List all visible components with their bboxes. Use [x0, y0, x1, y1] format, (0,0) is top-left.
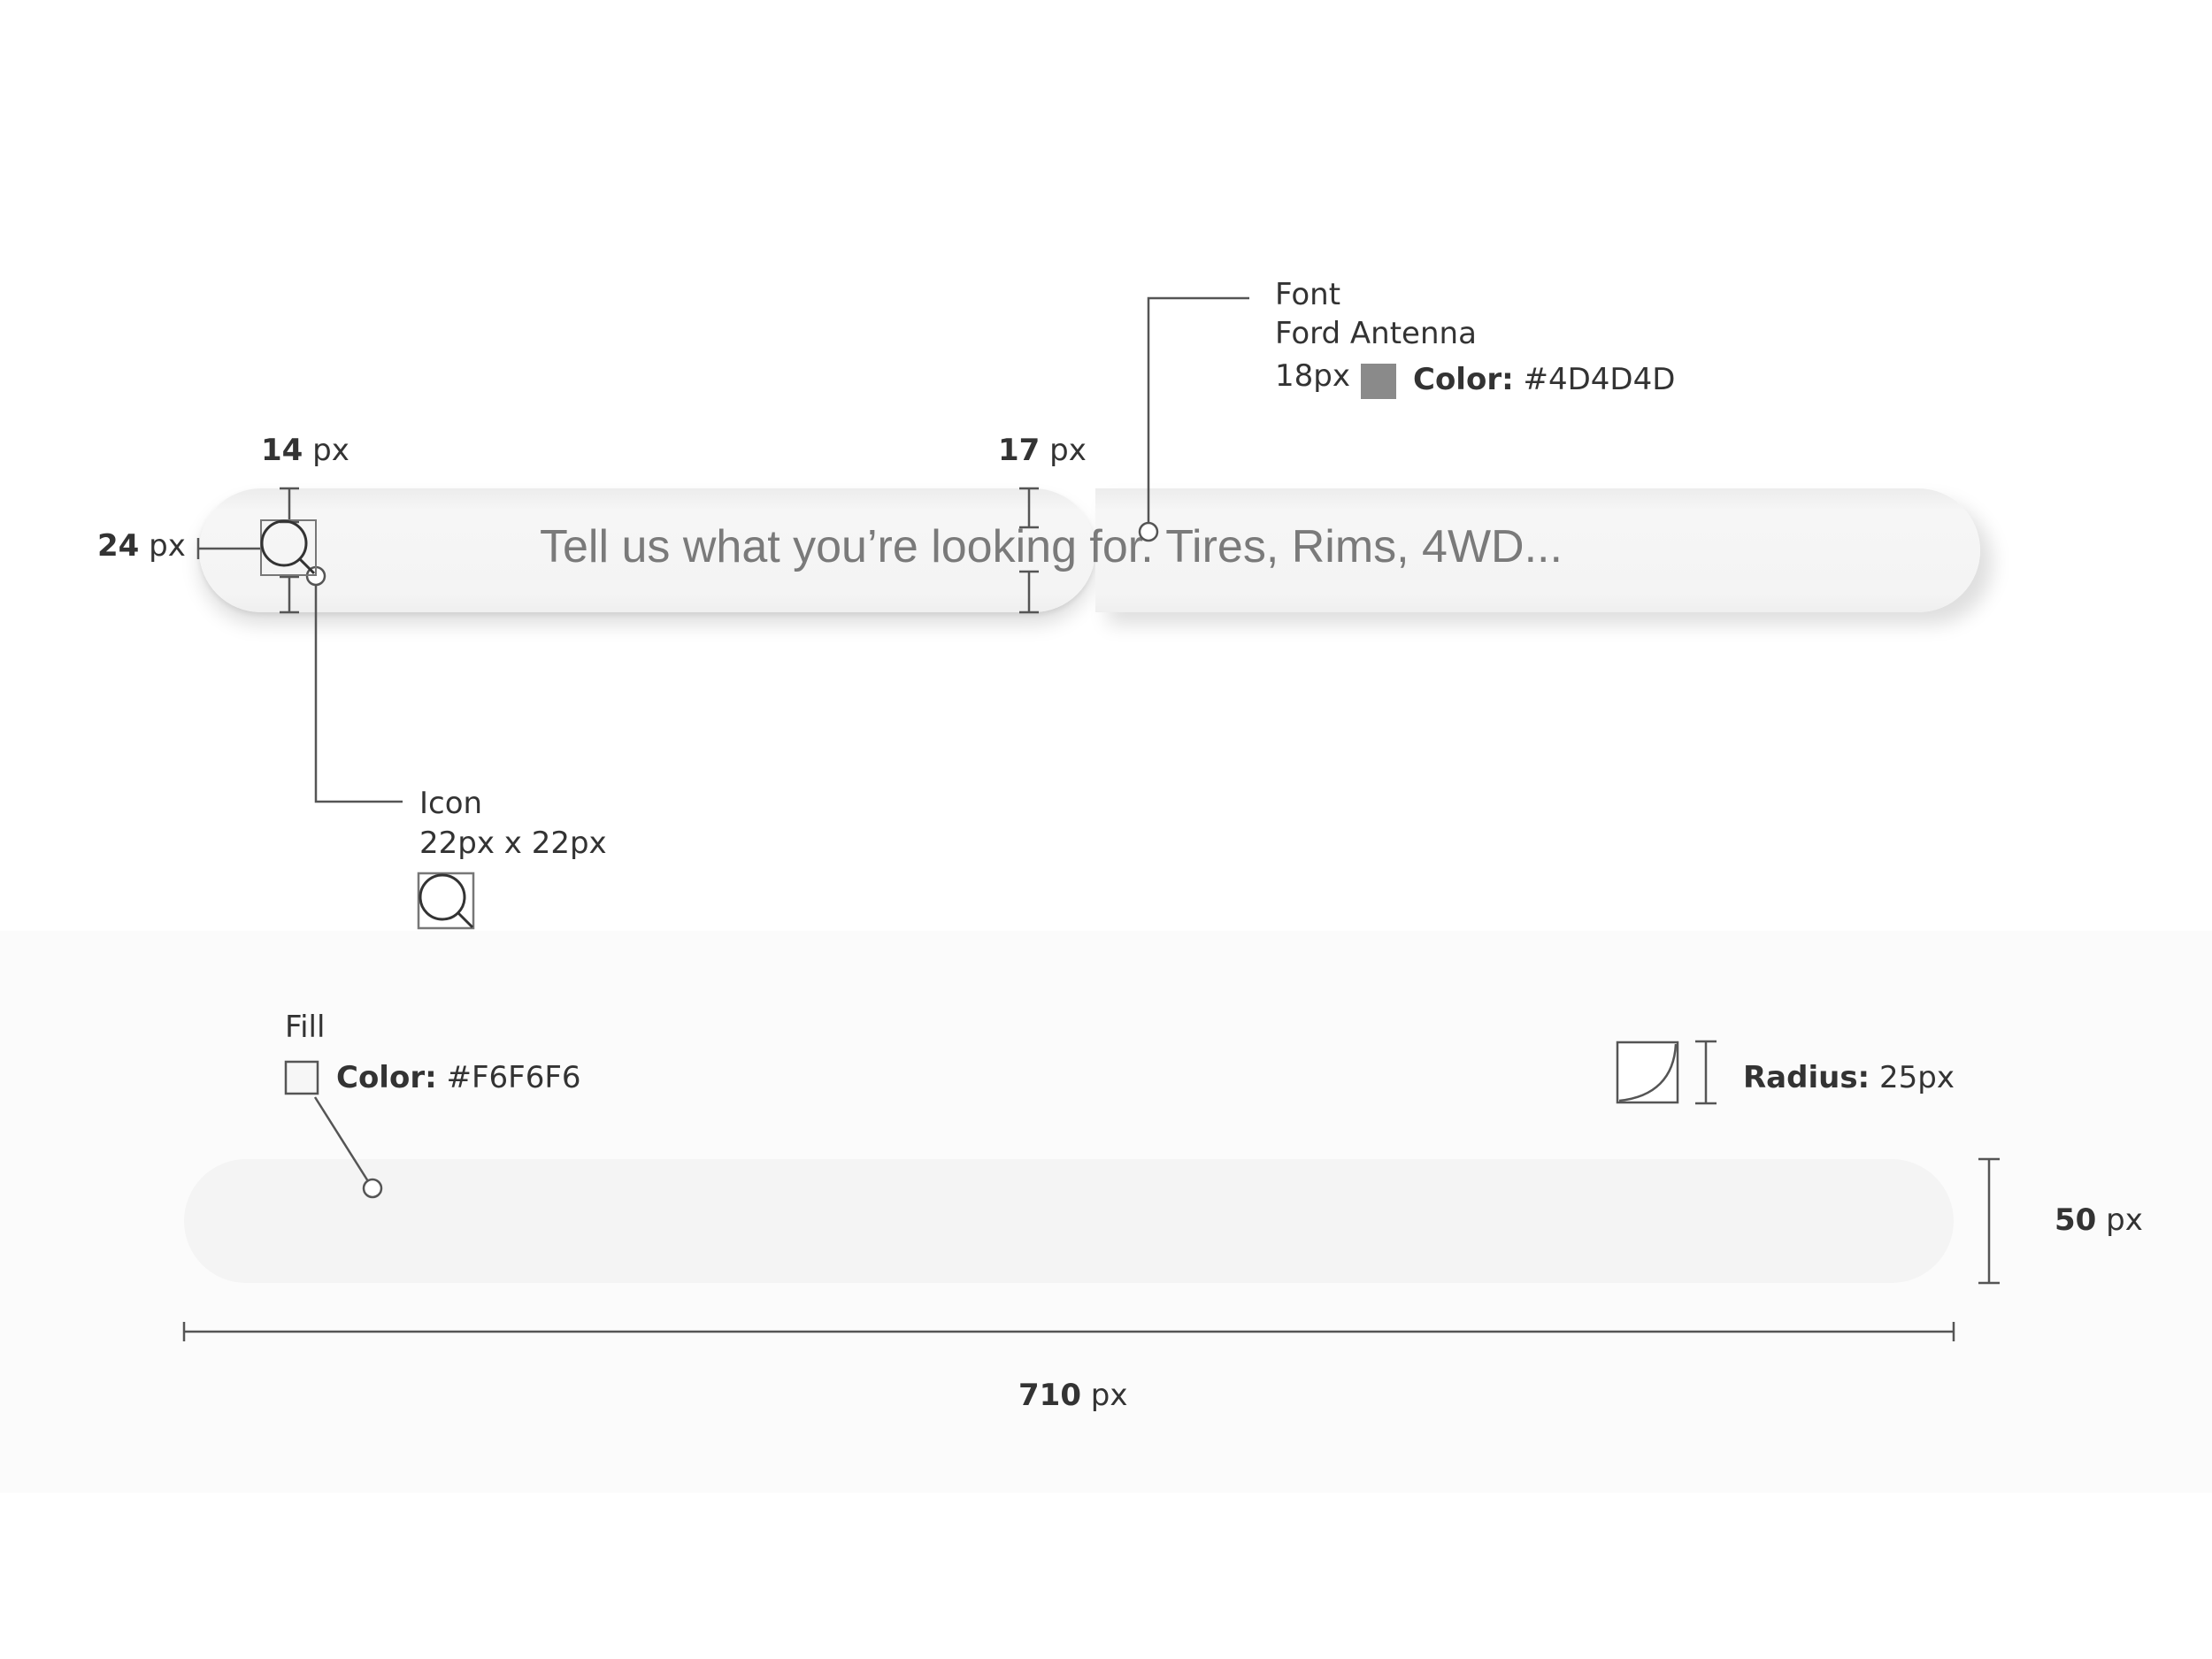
font-name: Ford Antenna — [1275, 316, 1477, 351]
font-size: 18px — [1275, 358, 1350, 394]
search-placeholder: Tell us what you’re looking for. Tires, … — [540, 521, 1563, 572]
font-color-swatch — [1361, 364, 1396, 399]
radius-label: Radius: 25px — [1743, 1060, 1955, 1095]
search-icon-specimen — [417, 872, 475, 930]
fill-color: Color: #F6F6F6 — [336, 1060, 581, 1095]
height-label: 50 px — [2055, 1202, 2143, 1238]
icon-title: Icon — [419, 786, 483, 821]
icon-size: 22px x 22px — [419, 826, 607, 861]
icon-left-label: 24 px — [97, 528, 186, 564]
fill-bar — [184, 1159, 1954, 1283]
fill-title: Fill — [285, 1010, 326, 1045]
width-label: 710 px — [1018, 1378, 1128, 1413]
text-padding-label: 17 px — [998, 433, 1087, 468]
font-title: Font — [1275, 277, 1341, 312]
font-color: Color: #4D4D4D — [1413, 362, 1676, 397]
icon-padding-label: 14 px — [261, 433, 349, 468]
